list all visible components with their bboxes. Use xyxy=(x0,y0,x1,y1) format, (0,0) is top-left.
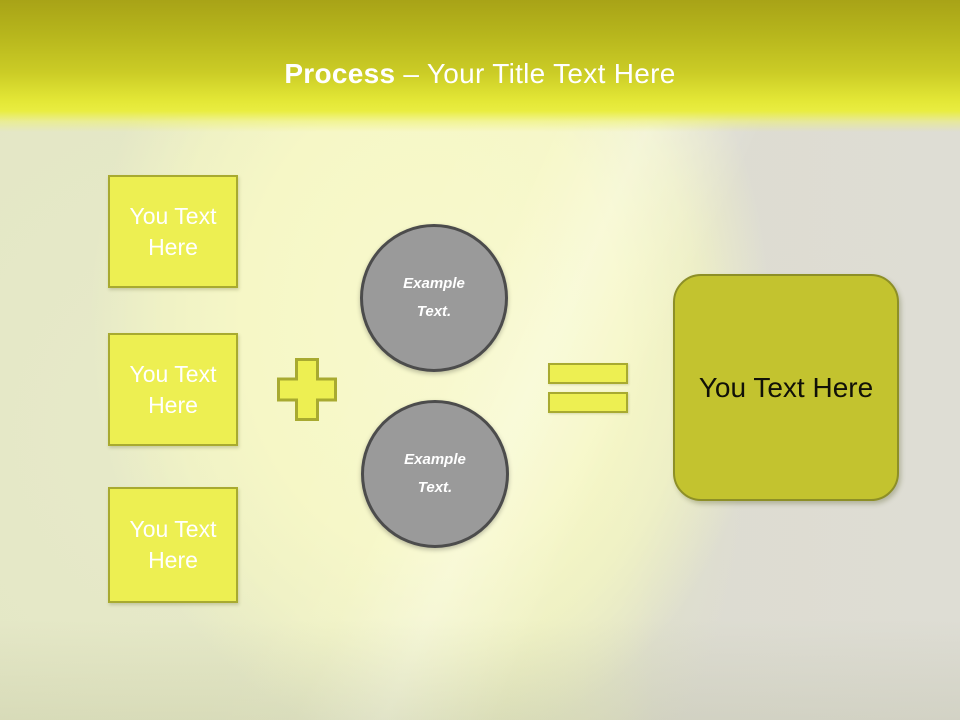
example-circle-2-label: Example Text. xyxy=(404,451,466,496)
plus-icon-svg xyxy=(277,358,337,421)
title-band xyxy=(0,0,960,132)
input-box-3[interactable]: You Text Here xyxy=(108,487,238,603)
example-circle-2[interactable]: Example Text. xyxy=(361,400,509,548)
result-box[interactable]: You Text Here xyxy=(673,274,899,501)
example-circle-1-label: Example Text. xyxy=(403,275,465,320)
slide-title-keyword: Process xyxy=(284,58,396,89)
example-circle-1[interactable]: Example Text. xyxy=(360,224,508,372)
input-box-2-label: You Text Here xyxy=(129,360,217,418)
slide-title-subtitle: – Your Title Text Here xyxy=(403,58,676,89)
equals-bar-top xyxy=(548,363,628,384)
input-box-3-label: You Text Here xyxy=(129,516,217,573)
slide-title: Process– Your Title Text Here xyxy=(0,56,960,92)
input-box-1[interactable]: You Text Here xyxy=(108,175,238,288)
equals-icon xyxy=(548,363,628,413)
equals-bar-bottom xyxy=(548,392,628,413)
result-box-label: You Text Here xyxy=(698,371,874,403)
input-box-2[interactable]: You Text Here xyxy=(108,333,238,446)
plus-icon xyxy=(277,358,337,421)
input-box-1-label: You Text Here xyxy=(129,202,217,260)
